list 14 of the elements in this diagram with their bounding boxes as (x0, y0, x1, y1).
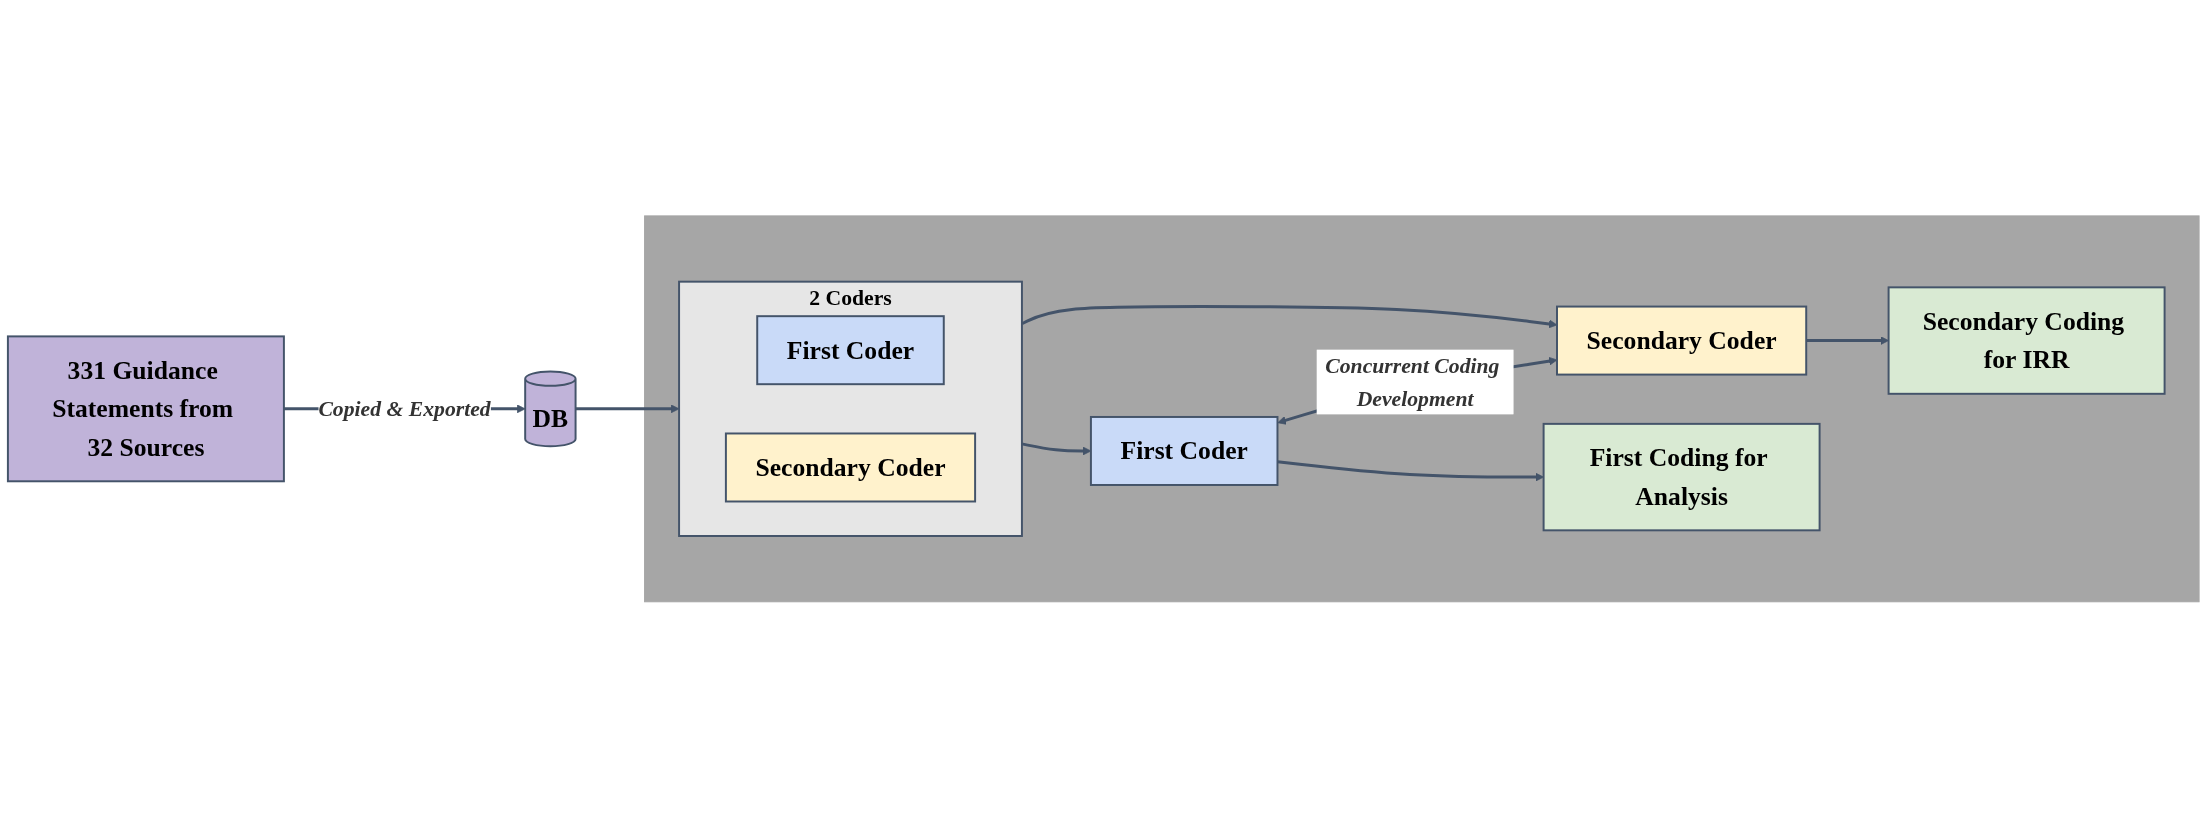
arrow (1021, 304, 1558, 328)
arrow (1277, 459, 1544, 482)
node-box: Secondary Coding for IRR (1887, 286, 2166, 395)
node-box: First Coder (756, 314, 945, 385)
arrow (575, 404, 680, 413)
node-box: 331 Guidance Statements from 32 Sources (6, 335, 285, 482)
node-box: Secondary Coder (724, 432, 977, 503)
node-box: First Coding for Analysis (1542, 422, 1821, 531)
node-box: First Coder (1089, 415, 1279, 486)
node-box: Secondary Coder (1556, 305, 1808, 376)
arrow (1806, 335, 1889, 345)
edge-label: Concurrent Coding Development (1325, 353, 1500, 411)
edge-label: Copied & Exported (318, 396, 491, 421)
cluster (644, 215, 2200, 602)
